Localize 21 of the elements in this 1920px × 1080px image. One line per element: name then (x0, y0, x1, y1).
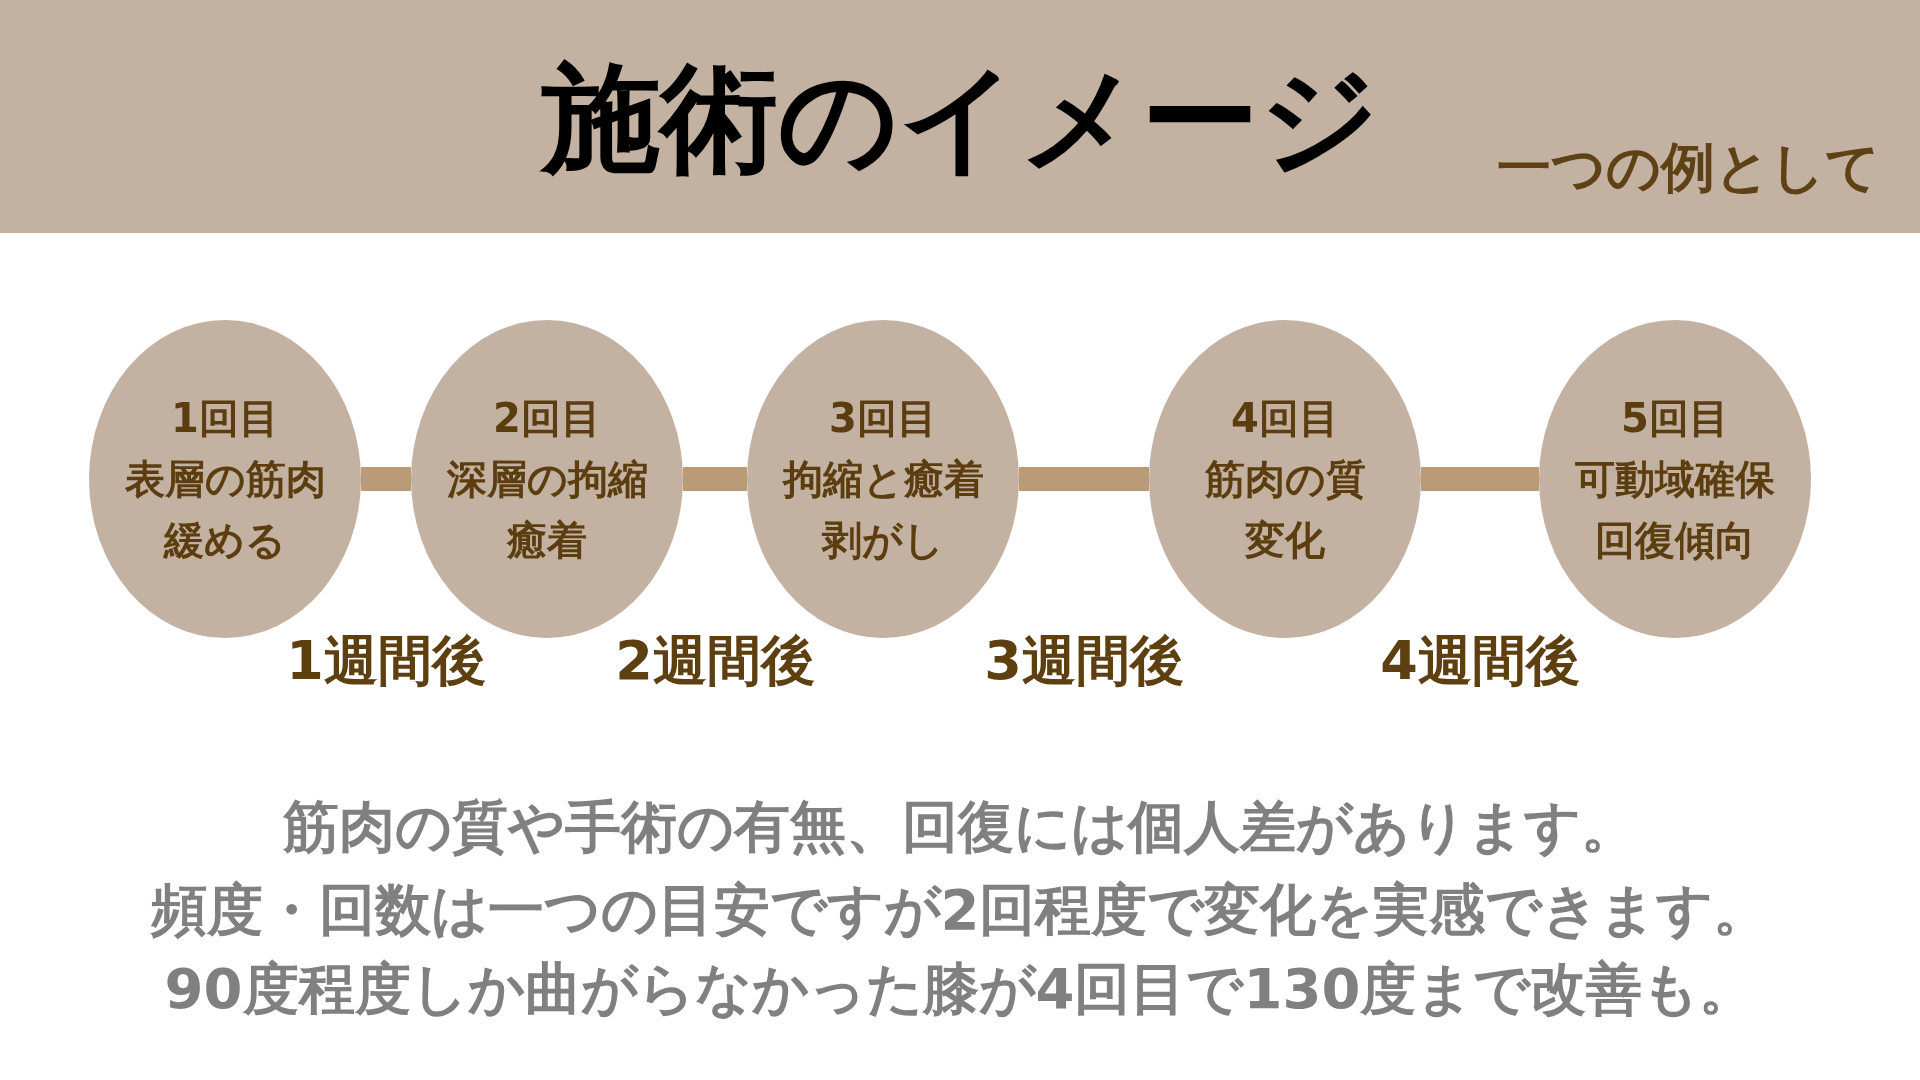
edge-label: 3週間後 (984, 628, 1184, 694)
edge-label: 4週間後 (1380, 628, 1580, 694)
session-description: 拘縮と癒着剥がし (781, 454, 985, 565)
connector-line (683, 467, 747, 491)
note-text: 頻度・回数は一つの目安ですが2回程度で変化を実感できます。 (150, 876, 1770, 944)
session-number: 4回目 (1231, 393, 1339, 443)
session-number: 5回目 (1621, 393, 1729, 443)
session-number: 2回目 (493, 393, 601, 443)
subtitle: 一つの例として (1497, 135, 1880, 201)
edge-label: 1週間後 (286, 628, 486, 694)
session-description: 深層の拘縮癒着 (445, 454, 649, 565)
connector-line (361, 467, 411, 491)
note-text: 90度程度しか曲がらなかった膝が4回目で130度まで改善も。 (164, 955, 1756, 1023)
session-number: 1回目 (171, 393, 279, 443)
note-text: 筋肉の質や手術の有無、回復には個人差があります。 (283, 793, 1637, 861)
connector-line (1019, 467, 1149, 491)
session-description: 筋肉の質変化 (1203, 454, 1367, 565)
edge-label: 2週間後 (615, 628, 815, 694)
session-description: 可動域確保回復傾向 (1574, 454, 1776, 565)
session-number: 3回目 (829, 393, 937, 443)
session-description: 表層の筋肉緩める (123, 454, 327, 565)
